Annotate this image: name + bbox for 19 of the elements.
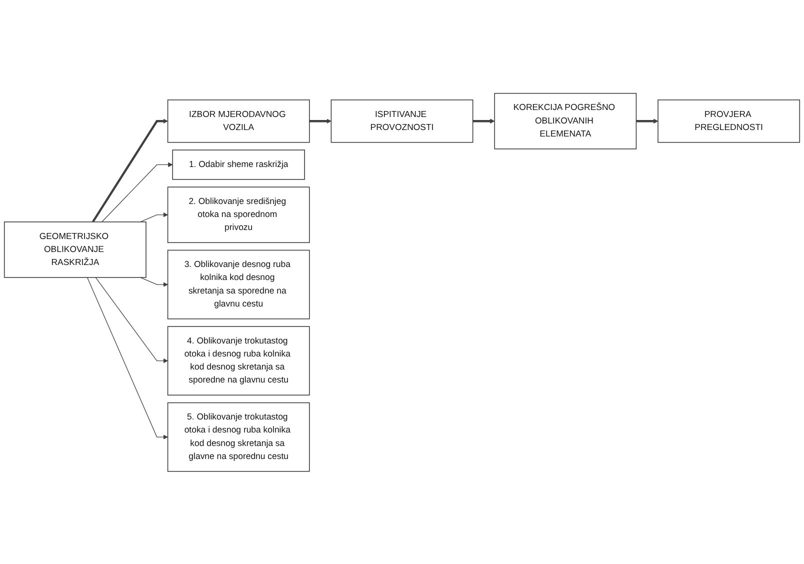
arrow [140,212,168,222]
node-box: PROVJERA PREGLEDNOSTI [658,99,800,142]
arrow [95,276,168,363]
node-box: ISPITIVANJE PROVOZNOSTI [330,99,474,142]
arrow [86,276,168,440]
node-box: GEOMETRIJSKO OBLIKOVANJE RASKRIŽJA [4,221,146,278]
node-box: KOREKCIJA POGREŠNO OBLIKOVANIH ELEMENATA [494,92,637,149]
node-box: IZBOR MJERODAVNOG VOZILA [167,99,310,142]
node-box: 2. Oblikovanje središnjeg otoka na sporednom privozu [167,186,310,243]
node-box: 4. Oblikovanje trokutastog otoka i desnog ruba kolnika kod desnog skretanja sa sporedne na glavnu cestu [167,326,310,396]
arrow [92,118,168,222]
arrow [140,276,168,287]
arrow [102,162,173,222]
node-box: 5. Oblikovanje trokutastog otoka i desnog ruba kolnika kod desnog skretanja sa glavne na sporednu cestu [167,402,310,472]
arrow [472,118,495,124]
node-box: 1. Odabir sheme raskrižja [172,149,305,180]
arrow [636,118,658,124]
node-box: 3. Oblikovanje desnog ruba kolnika kod desnog skretanja sa sporedne na glavnu cestu [167,249,310,319]
arrow [309,118,332,124]
